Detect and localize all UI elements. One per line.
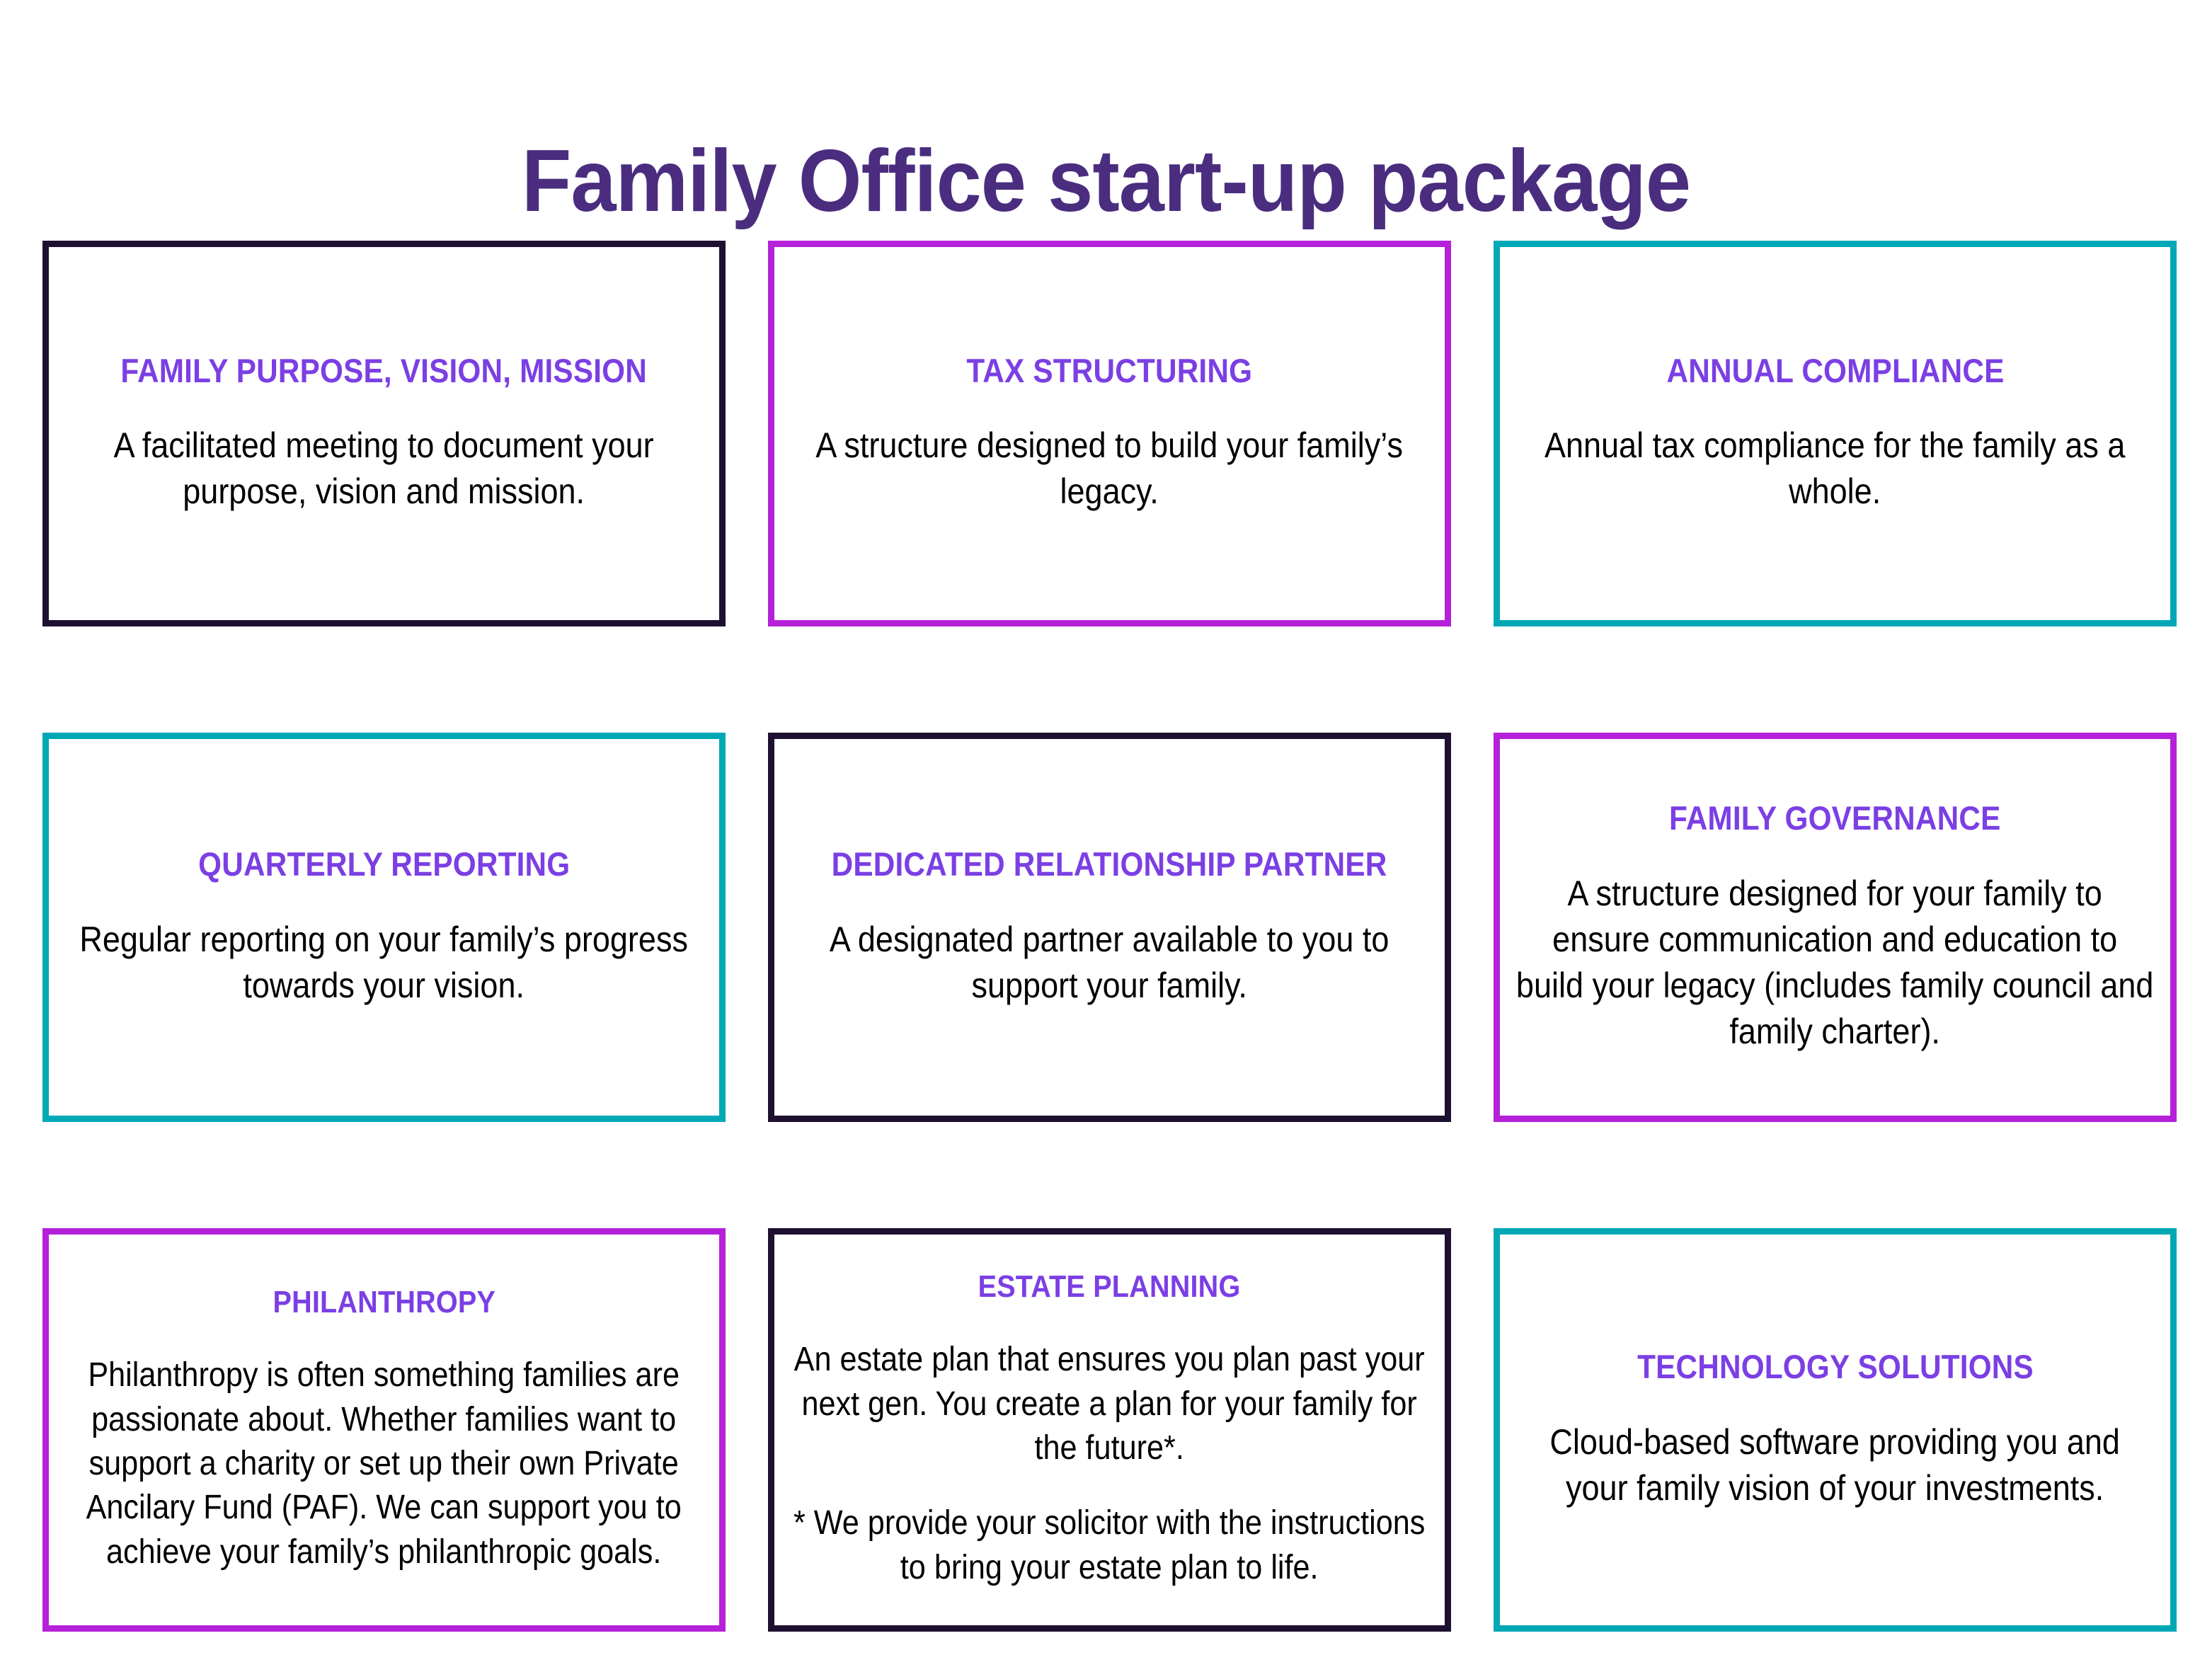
card-body: Annual tax compliance for the family as … — [1545, 425, 2126, 512]
card-body: An estate plan that ensures you plan pas… — [794, 1341, 1426, 1467]
package-card-grid: FAMILY PURPOSE, VISION, MISSION A facili… — [42, 241, 2177, 1632]
card-heading: QUARTERLY REPORTING — [197, 845, 571, 883]
card-heading: TAX STRUCTURING — [966, 351, 1253, 389]
card-heading: ANNUAL COMPLIANCE — [1666, 351, 2004, 389]
card-body: Cloud-based software providing you and y… — [1549, 1421, 2121, 1508]
card-dedicated-relationship-partner: DEDICATED RELATIONSHIP PARTNER A designa… — [768, 733, 1451, 1122]
card-body: A structure designed to build your famil… — [815, 425, 1404, 512]
card-heading: FAMILY GOVERNANCE — [1669, 799, 2001, 837]
card-technology-solutions: TECHNOLOGY SOLUTIONS Cloud-based softwar… — [1494, 1228, 2177, 1632]
card-body: A structure designed for your family to … — [1516, 873, 2154, 1051]
card-body: Regular reporting on your family’s progr… — [79, 919, 689, 1005]
card-heading: PHILANTHROPY — [273, 1284, 495, 1319]
card-body-footnote: * We provide your solicitor with the ins… — [793, 1504, 1426, 1586]
card-estate-planning: ESTATE PLANNING An estate plan that ensu… — [768, 1228, 1451, 1632]
card-tax-structuring: TAX STRUCTURING A structure designed to … — [768, 241, 1451, 626]
card-quarterly-reporting: QUARTERLY REPORTING Regular reporting on… — [42, 733, 726, 1122]
card-heading: ESTATE PLANNING — [978, 1269, 1241, 1304]
card-heading: FAMILY PURPOSE, VISION, MISSION — [120, 351, 648, 389]
card-heading: DEDICATED RELATIONSHIP PARTNER — [832, 845, 1387, 883]
card-heading: TECHNOLOGY SOLUTIONS — [1637, 1348, 2034, 1386]
card-body: Philanthropy is often something families… — [86, 1356, 682, 1571]
card-annual-compliance: ANNUAL COMPLIANCE Annual tax compliance … — [1494, 241, 2177, 626]
page-title: Family Office start-up package — [521, 132, 1691, 231]
card-body: A designated partner available to you to… — [830, 919, 1389, 1005]
card-philanthropy: PHILANTHROPY Philanthropy is often somet… — [42, 1228, 726, 1632]
card-body: A facilitated meeting to document your p… — [114, 425, 654, 512]
card-family-governance: FAMILY GOVERNANCE A structure designed f… — [1494, 733, 2177, 1122]
card-family-purpose-vision-mission: FAMILY PURPOSE, VISION, MISSION A facili… — [42, 241, 726, 626]
